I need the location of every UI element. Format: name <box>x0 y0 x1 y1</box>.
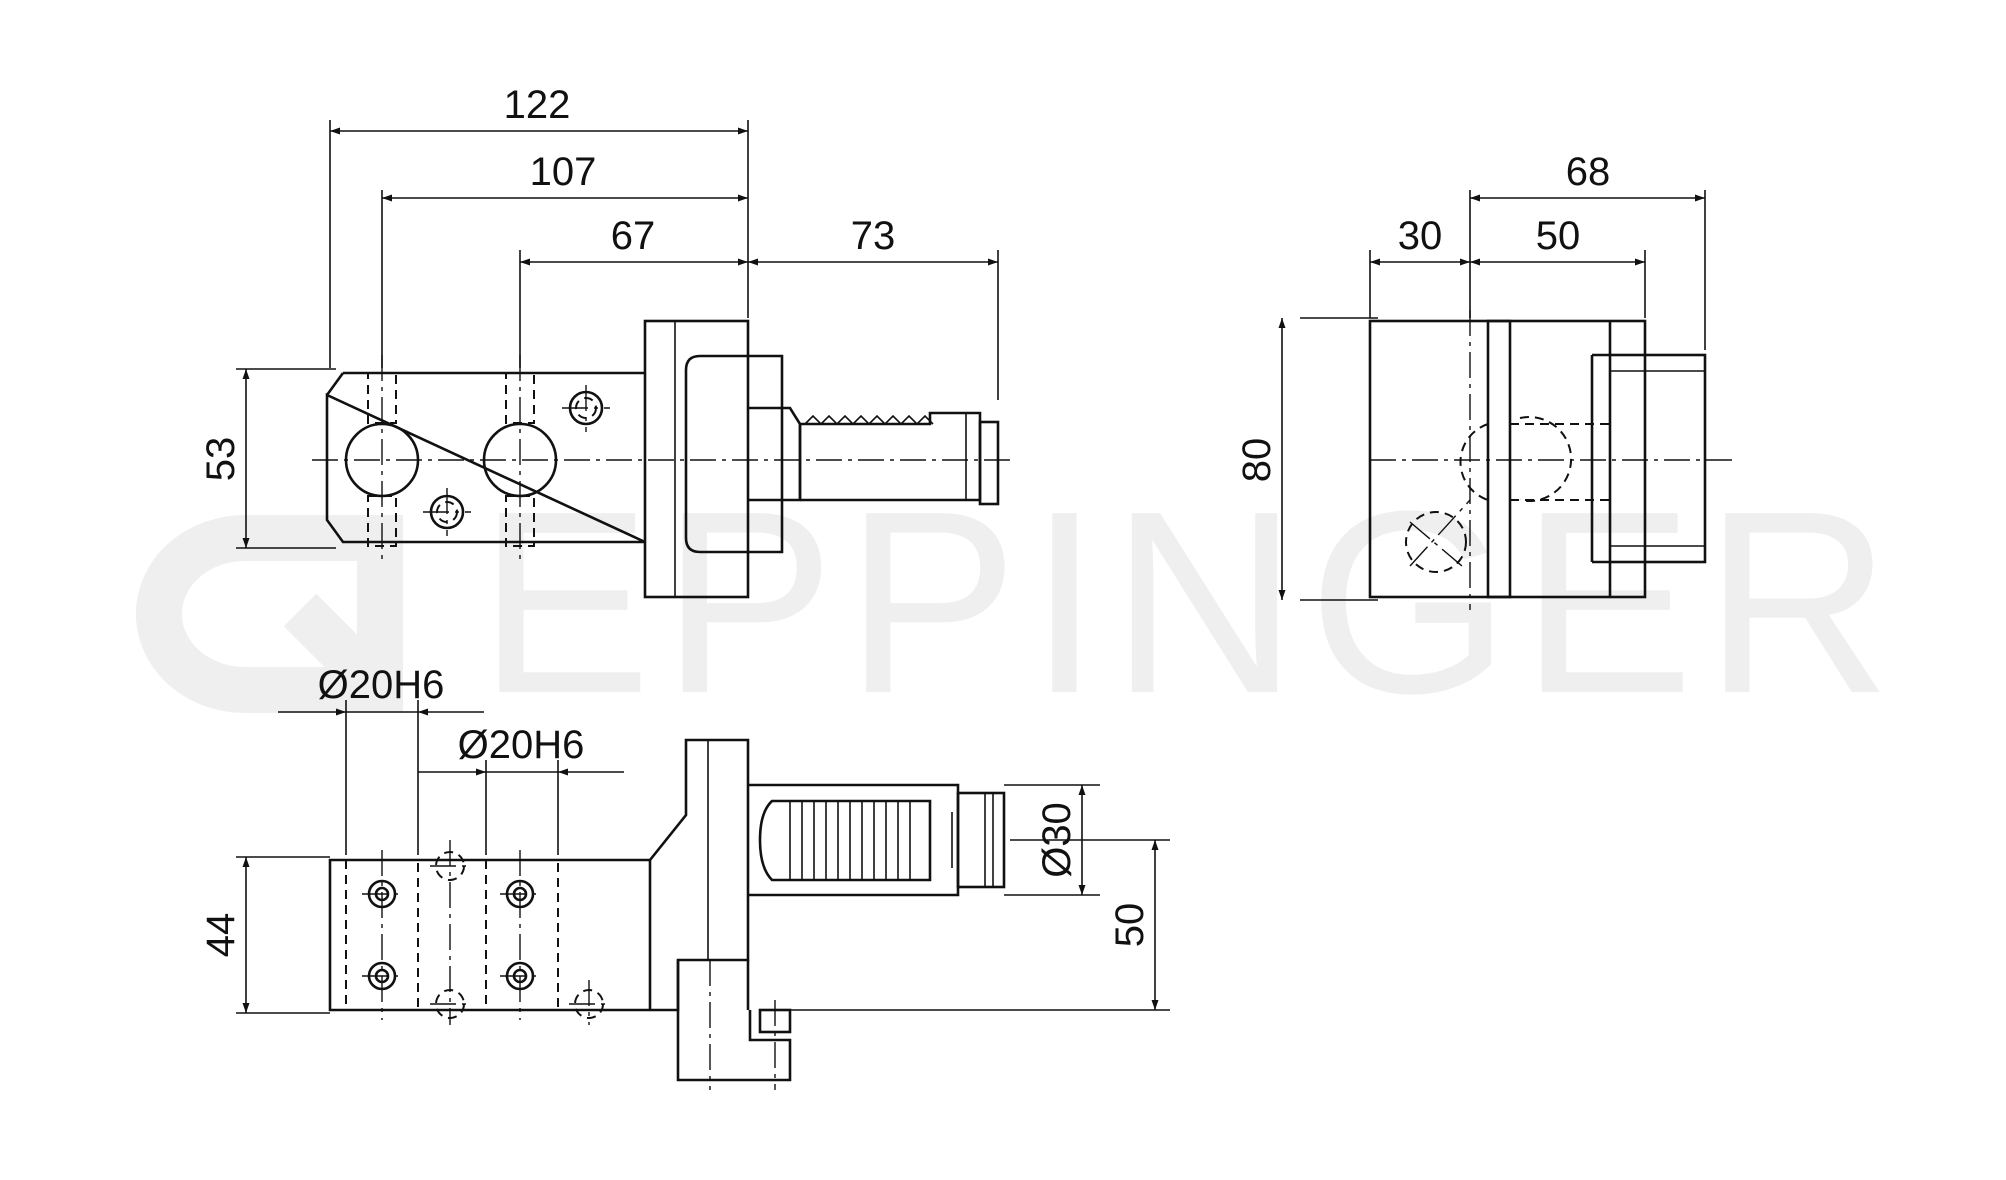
dim-73: 73 <box>851 214 896 258</box>
dim-122: 122 <box>504 83 571 127</box>
dim-44: 44 <box>199 913 243 958</box>
top-view: 122 107 67 73 53 <box>199 83 1010 599</box>
watermark-text: EPPINGER <box>478 458 1902 748</box>
dim-50-center: 50 <box>1108 903 1152 948</box>
front-view: Ø20H6 Ø20H6 44 Ø30 50 <box>199 663 1170 1090</box>
watermark-logo: EPPINGER <box>135 458 1902 748</box>
dim-bore-2: Ø20H6 <box>458 723 585 767</box>
dim-shank-dia: Ø30 <box>1035 802 1079 878</box>
dim-80: 80 <box>1235 438 1279 483</box>
logo-mark-icon <box>135 515 403 713</box>
dim-53: 53 <box>199 437 243 482</box>
dim-68: 68 <box>1566 150 1611 194</box>
dim-67: 67 <box>611 214 656 258</box>
side-view: 68 30 50 80 <box>1235 150 1735 610</box>
dim-bore-1: Ø20H6 <box>318 663 445 707</box>
dim-107: 107 <box>530 150 597 194</box>
dim-30: 30 <box>1398 214 1443 258</box>
dim-50: 50 <box>1536 214 1581 258</box>
